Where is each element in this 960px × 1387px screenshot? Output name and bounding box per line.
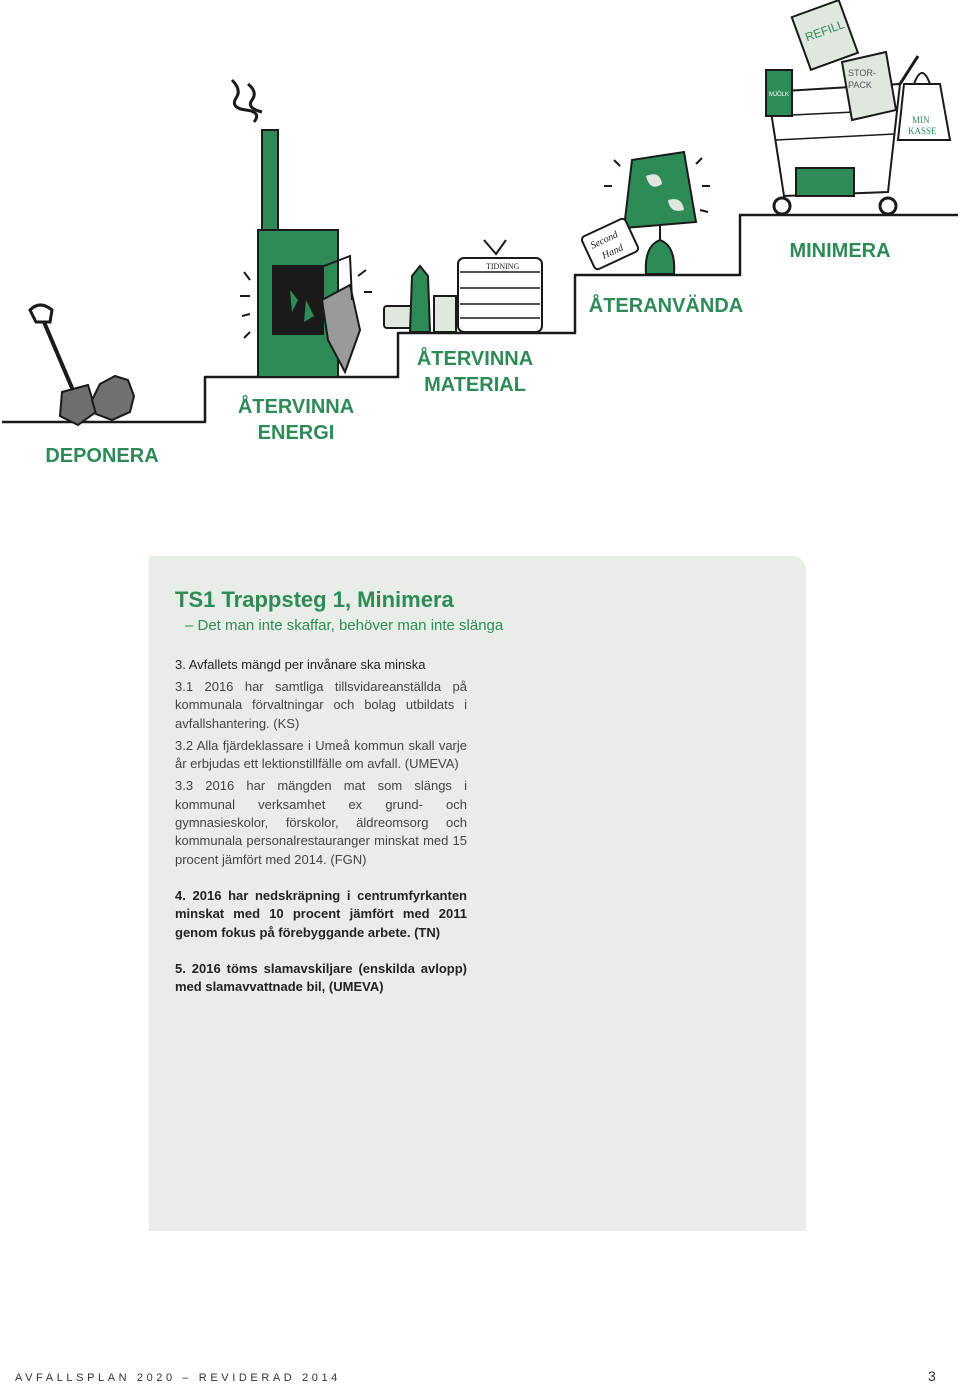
svg-text:PACK: PACK [848, 80, 872, 90]
item-5: 5. 2016 töms slamavskiljare (enskilda av… [175, 960, 467, 995]
rubble-icon [90, 374, 136, 422]
storpack-icon: STOR- PACK [840, 50, 898, 122]
tidning-label: TIDNING [486, 262, 520, 271]
panel-title: TS1 Trappsteg 1, Minimera [175, 587, 454, 612]
smoke-icon [230, 78, 259, 123]
svg-text:MIN: MIN [912, 115, 930, 125]
item-3-1: 3.1 2016 har samtliga tillsvidareanställ… [175, 679, 467, 731]
footer-document-title: AVFALLSPLAN 2020 – REVIDERAD 2014 [15, 1372, 341, 1384]
heat-lines-icon [240, 269, 372, 339]
lamp-rays-icon [604, 157, 710, 213]
item-3-2: 3.2 Alla fjärdeklassare i Umeå kommun sk… [175, 737, 467, 772]
page-number: 3 [928, 1368, 936, 1384]
milk-carton-icon: MJÖLK [765, 69, 793, 117]
section-heading: 3. Avfallets mängd per invånare ska mins… [175, 657, 426, 672]
min-kasse-bag-icon: MIN KASSE [896, 72, 952, 141]
step-atervinna-energi-line1: ÅTERVINNA [237, 396, 355, 418]
step-atervinna-material: ÅTERVINNA MATERIAL [404, 346, 546, 398]
step-ateranvanda: ÅTERANVÄNDA [588, 295, 744, 317]
newspaper-bundle-icon: TIDNING [457, 239, 543, 333]
panel-subtitle: – Det man inte skaffar, behöver man inte… [185, 617, 504, 634]
refill-bag-icon: REFILL [790, 0, 860, 72]
shovel-icon [28, 303, 98, 427]
waste-hierarchy-staircase: TIDNING Second Hand MJÖLK REFILL ST [2, 0, 958, 427]
step-atervinna-energi: ÅTERVINNA ENERGI [226, 394, 366, 446]
smoke-icon [247, 82, 263, 114]
second-hand-tag-icon: Second Hand [580, 217, 640, 271]
step-atervinna-energi-line2: ENERGI [257, 422, 335, 444]
incinerator-icon [257, 129, 362, 378]
item-4: 4. 2016 har nedskräpning i centrumfyrkan… [175, 887, 467, 940]
svg-text:KASSE: KASSE [908, 126, 937, 136]
step-atervinna-material-line1: ÅTERVINNA [416, 348, 534, 370]
recyclables-icon [383, 264, 457, 333]
panel-content: TS1 Trappsteg 1, Minimera – Det man inte… [175, 586, 504, 1009]
svg-text:STOR-: STOR- [848, 68, 876, 78]
lamp-icon [622, 150, 698, 275]
step-deponera: DEPONERA [45, 445, 159, 467]
step-atervinna-material-line2: MATERIAL [424, 374, 526, 396]
item-3-3: 3.3 2016 har mängden mat som slängs i ko… [175, 778, 467, 867]
content-panel [149, 556, 806, 1231]
svg-text:MJÖLK: MJÖLK [769, 91, 789, 98]
step-minimera: MINIMERA [789, 240, 891, 262]
